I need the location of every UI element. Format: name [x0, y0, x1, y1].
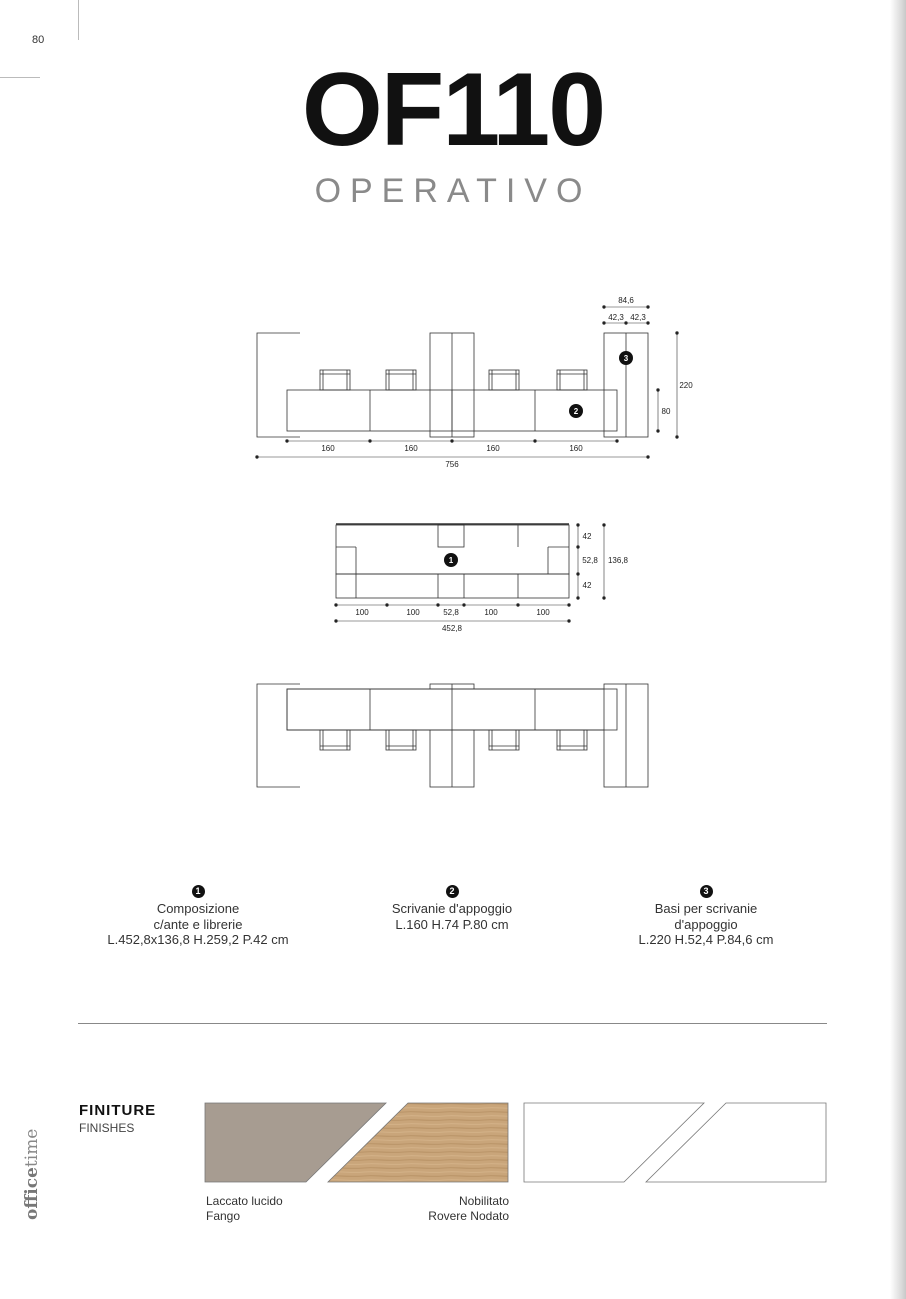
finishes-subtitle: FINISHES: [79, 1121, 135, 1135]
product-code: OF110: [301, 52, 606, 168]
plan-total-dim: 452,8: [442, 624, 463, 633]
front-elevation-drawing: 160 160 160 160 756 84,6 42,3 42,3 220 8…: [255, 296, 693, 469]
marker-3: 3: [624, 354, 629, 363]
item-number: 2: [445, 885, 459, 898]
swatch-laccato-fango: [204, 1102, 387, 1183]
product-subtitle: OPERATIVO: [314, 172, 592, 210]
elevation-dim: 160: [569, 444, 583, 453]
corner-line-horizontal: [0, 77, 40, 78]
corner-line-vertical: [78, 0, 79, 40]
plan-depth-total-dim: 136,8: [608, 556, 629, 565]
side-half-dim: 42,3: [608, 313, 624, 322]
swatch-label-line: Rovere Nodato: [428, 1209, 509, 1223]
item-number: 3: [699, 885, 713, 898]
finish-swatches: [204, 1102, 827, 1183]
height-total-dim: 220: [679, 381, 693, 390]
plan-drawing: 100 100 52,8 100 100 452,8 42 52,8 42 13…: [334, 523, 629, 633]
swatch-label-rovere: Nobilitato Rovere Nodato: [400, 1194, 509, 1224]
plan-dim: 100: [355, 608, 369, 617]
plan-dim: 100: [406, 608, 420, 617]
plan-depth-dim: 42: [583, 532, 592, 541]
elevation-dim: 160: [321, 444, 335, 453]
finishes-title: FINITURE: [79, 1102, 157, 1119]
swatch-label-line: Laccato lucido: [206, 1194, 283, 1208]
plan-dim: 52,8: [443, 608, 459, 617]
item-line: Composizione: [156, 901, 240, 916]
item-number: 1: [191, 885, 205, 898]
swatch-label-line: Fango: [206, 1209, 241, 1223]
brand-logo: officetime: [22, 1129, 58, 1230]
swatch-blank: [523, 1102, 705, 1183]
top-view-drawing: [256, 683, 649, 788]
side-half-dim: 42,3: [630, 313, 646, 322]
height-desk-dim: 80: [662, 407, 671, 416]
section-divider: [78, 1023, 827, 1024]
page-number: 80: [32, 34, 45, 46]
swatch-label-line: Nobilitato: [458, 1194, 509, 1208]
item-desk: 2 Scrivanie d'appoggio L.160 H.74 P.80 c…: [332, 882, 572, 932]
swatch-rovere-nodato: [327, 1102, 509, 1183]
brand-bold: office: [22, 1167, 42, 1220]
marker-2: 2: [574, 407, 579, 416]
elevation-dim: 160: [486, 444, 500, 453]
elevation-total-dim: 756: [445, 460, 459, 469]
plan-dim: 100: [484, 608, 498, 617]
plan-depth-dim: 42: [583, 581, 592, 590]
page-edge-shadow: [890, 0, 906, 1299]
item-bases: 3 Basi per scrivanie d'appoggio L.220 H.…: [586, 882, 826, 948]
side-width-dim: 84,6: [618, 296, 634, 305]
swatch-label-fango: Laccato lucido Fango: [206, 1194, 283, 1224]
item-line: d'appoggio: [674, 916, 738, 932]
plan-dim: 100: [536, 608, 550, 617]
brand-regular: time: [22, 1128, 42, 1168]
item-line: L.160 H.74 P.80 cm: [395, 916, 509, 932]
swatch-blank: [645, 1102, 827, 1183]
item-line: Scrivanie d'appoggio: [391, 901, 513, 916]
marker-1: 1: [449, 556, 454, 565]
item-line: c/ante e librerie: [153, 916, 243, 932]
item-line: L.452,8x136,8 H.259,2 P.42 cm: [107, 932, 289, 947]
plan-depth-dim: 52,8: [582, 556, 598, 565]
item-composition: 1 Composizione c/ante e librerie L.452,8…: [78, 882, 318, 948]
item-line: L.220 H.52,4 P.84,6 cm: [638, 932, 774, 947]
elevation-dim: 160: [404, 444, 418, 453]
item-line: Basi per scrivanie: [654, 901, 758, 916]
